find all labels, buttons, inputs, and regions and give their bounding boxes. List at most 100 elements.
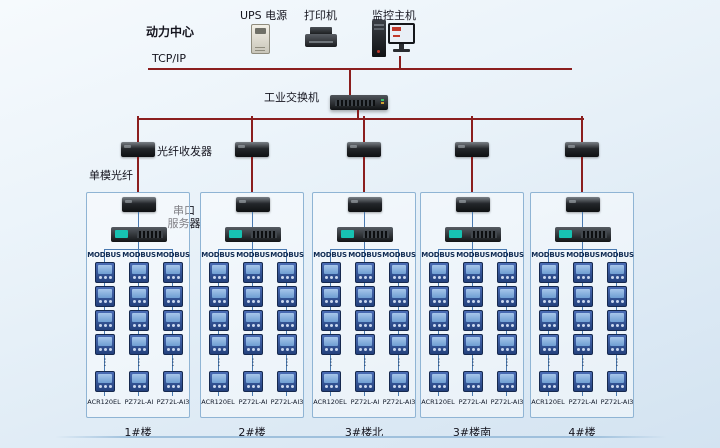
power-meter	[429, 262, 449, 283]
power-meter	[389, 310, 409, 331]
fiber-line	[137, 157, 139, 193]
ellipsis: ⋮	[248, 358, 258, 368]
link-line	[472, 212, 473, 227]
bus-stub-line	[472, 242, 473, 250]
bus-stub-line	[364, 242, 365, 250]
power-meter	[95, 286, 115, 307]
power-meter	[321, 371, 341, 392]
serial-server-device	[555, 227, 611, 242]
server-screen	[449, 230, 462, 238]
power-meter	[573, 262, 593, 283]
power-meter	[429, 371, 449, 392]
group-box: MODBUS MODBUS MODBUS ⋮ ⋮	[312, 192, 416, 418]
power-meter	[129, 262, 149, 283]
power-meter	[389, 371, 409, 392]
meter-column: ⋮	[389, 262, 409, 392]
building-label: 4#楼	[568, 426, 596, 439]
power-meter	[539, 334, 559, 355]
ellipsis: ⋮	[214, 358, 224, 368]
fiber-line	[363, 157, 365, 193]
fiber-transceiver-device	[347, 142, 381, 157]
bus-stub-line	[582, 242, 583, 250]
modbus-label: MODBUS	[348, 251, 382, 259]
building-label: 3#楼北	[344, 426, 384, 439]
bus-stub-line	[252, 242, 253, 250]
pc-tower-icon	[372, 20, 386, 57]
industrial-switch-device	[330, 95, 388, 110]
power-meter	[497, 262, 517, 283]
uplink-line	[251, 116, 253, 144]
pc-monitor-icon	[388, 23, 415, 44]
meter-model-label: PZ72L-AI	[568, 398, 598, 406]
serial-server-device	[225, 227, 281, 242]
power-meter	[321, 262, 341, 283]
uplink-line	[137, 116, 139, 144]
switch-connector-line	[349, 70, 351, 96]
server-screen	[115, 230, 128, 238]
power-meter	[277, 371, 297, 392]
power-meter	[355, 371, 375, 392]
power-meter	[429, 286, 449, 307]
power-meter	[163, 371, 183, 392]
power-meter	[497, 371, 517, 392]
monitor-host-label: 监控主机	[372, 9, 416, 22]
modbus-label: MODBUS	[156, 251, 190, 259]
meter-column: ⋮	[539, 262, 559, 392]
power-meter	[463, 334, 483, 355]
power-meter	[573, 371, 593, 392]
ellipsis: ⋮	[578, 358, 588, 368]
power-meter	[163, 334, 183, 355]
power-meter	[163, 262, 183, 283]
power-meter	[539, 286, 559, 307]
modbus-label: MODBUS	[490, 251, 524, 259]
link-line	[252, 212, 253, 227]
link-line	[582, 212, 583, 227]
power-meter	[497, 310, 517, 331]
fiber-transceiver-device	[566, 197, 600, 212]
printer-label: 打印机	[304, 9, 337, 22]
fiber-line	[581, 157, 583, 193]
meter-model-label: ACR120EL	[201, 398, 235, 406]
power-meter	[539, 262, 559, 283]
printer-slot	[309, 41, 333, 43]
power-meter	[209, 334, 229, 355]
power-meter	[129, 371, 149, 392]
fiber-transceiver-device	[235, 142, 269, 157]
printer-lid	[310, 27, 332, 35]
single-mode-fiber-label: 单模光纤	[89, 169, 133, 182]
power-meter	[163, 310, 183, 331]
ups-label: UPS 电源	[240, 9, 288, 22]
power-meter	[389, 262, 409, 283]
distribution-line	[137, 118, 584, 120]
ellipsis: ⋮	[468, 358, 478, 368]
power-meter	[355, 286, 375, 307]
meter-column: ⋮	[321, 262, 341, 392]
power-meter	[497, 334, 517, 355]
monitoring-host-icon	[370, 19, 420, 59]
meter-column: ⋮	[607, 262, 627, 392]
power-meter	[607, 286, 627, 307]
power-meter	[573, 310, 593, 331]
server-screen	[341, 230, 354, 238]
meter-model-label: PZ72L-AI3	[156, 398, 190, 406]
fiber-transceiver-device	[348, 197, 382, 212]
building-group: MODBUS MODBUS MODBUS ⋮ ⋮	[86, 112, 190, 448]
power-meter	[355, 262, 375, 283]
power-meter	[321, 310, 341, 331]
fiber-transceiver-device	[456, 197, 490, 212]
meter-model-label: ACR120EL	[421, 398, 455, 406]
power-meter	[277, 262, 297, 283]
power-meter	[429, 334, 449, 355]
meter-column: ⋮	[497, 262, 517, 392]
pc-screen	[390, 25, 413, 42]
meter-model-label: PZ72L-AI	[458, 398, 488, 406]
power-meter	[355, 334, 375, 355]
fiber-transceiver-device	[121, 142, 155, 157]
building-label: 2#楼	[238, 426, 266, 439]
power-meter	[129, 334, 149, 355]
power-meter	[243, 262, 263, 283]
tcpip-line	[148, 68, 572, 70]
group-box: MODBUS MODBUS MODBUS ⋮ ⋮	[420, 192, 524, 418]
power-meter	[321, 286, 341, 307]
